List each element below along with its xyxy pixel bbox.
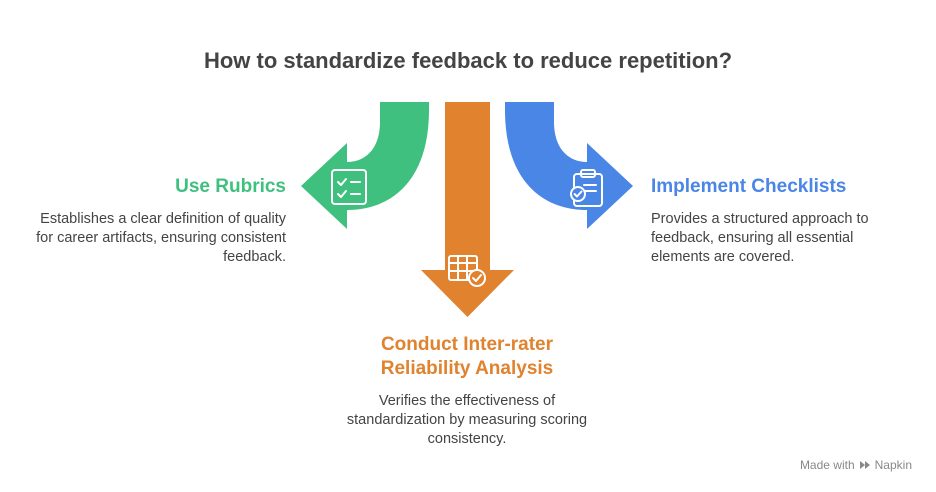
footer-brand: Napkin [874,458,912,472]
checklist-icon [331,169,367,205]
blue-arrow [505,102,633,229]
use-rubrics-description: Establishes a clear definition of qualit… [36,211,286,265]
use-rubrics-heading: Use Rubrics [175,176,286,197]
implement-checklists-description: Provides a structured approach to feedba… [651,211,869,265]
table-check-icon [448,255,486,287]
napkin-logo-icon [859,461,870,469]
footer-prefix: Made with [799,458,855,472]
clipboard-check-icon [570,169,603,207]
green-arrow [301,102,429,229]
diagram-title: How to standardize feedback to reduce re… [203,48,733,73]
made-with-napkin[interactable]: Made with Napkin [800,458,912,472]
implement-checklists-heading: Implement Checklists [651,176,847,197]
orange-arrow [421,102,514,317]
inter-rater-description: Verifies the effectiveness of standardiz… [346,393,588,447]
inter-rater-heading: Conduct Inter-rater Reliability Analysis [380,334,554,379]
